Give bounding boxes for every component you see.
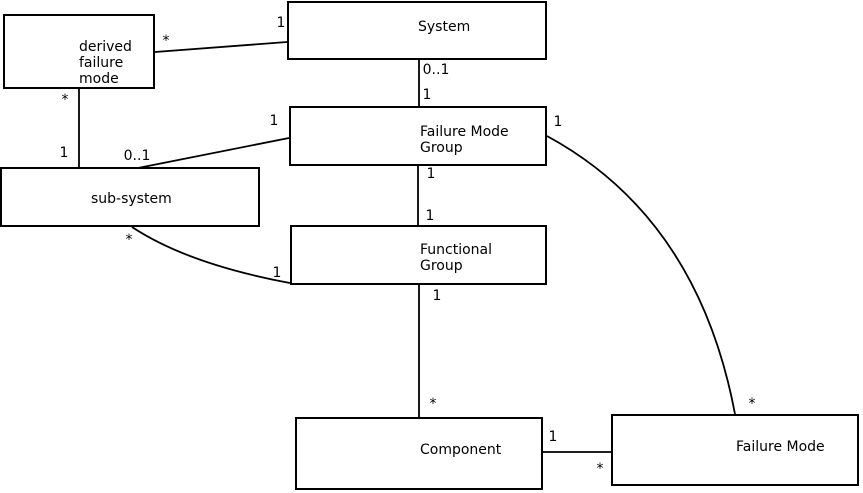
class-label-derived-failure-mode: derived failure mode	[79, 39, 132, 87]
mult-component-right-one: 1	[548, 429, 558, 445]
class-box-functional-group	[290, 225, 547, 285]
mult-functional-group-bottom-one: 1	[432, 288, 442, 304]
mult-component-top-star: *	[429, 395, 437, 412]
mult-sub-system-bottom-star: *	[125, 231, 133, 248]
class-box-failure-mode	[611, 414, 859, 486]
class-box-system	[287, 1, 547, 60]
class-label-sub-system: sub-system	[91, 191, 172, 207]
class-box-sub-system	[0, 167, 260, 227]
class-box-failure-mode-group	[289, 106, 547, 166]
mult-failure-mode-group-left-one: 1	[269, 113, 279, 129]
mult-sub-system-top-one: 1	[59, 145, 69, 161]
class-box-derived-failure-mode	[3, 14, 155, 89]
mult-failure-mode-top-star: *	[748, 395, 756, 412]
class-label-failure-mode-group: Failure Mode Group	[420, 124, 509, 156]
class-box-component	[295, 417, 543, 490]
mult-system-end-one: 1	[276, 15, 286, 31]
mult-derived-failure-mode-bottom-star: *	[61, 91, 69, 108]
assoc-curve-failure-mode-group--failure-mode	[546, 135, 736, 415]
class-label-component: Component	[420, 442, 502, 458]
mult-failure-mode-group-right-one: 1	[553, 114, 563, 130]
mult-derived-failure-mode-end-star: *	[162, 32, 170, 49]
mult-failure-mode-group-bottom-one: 1	[426, 166, 436, 182]
mult-failure-mode-left-star: *	[596, 460, 604, 477]
class-label-functional-group: Functional Group	[420, 242, 493, 274]
assoc-curve-sub-system--functional-group	[131, 226, 291, 284]
mult-system-bottom-zero-one: 0..1	[422, 62, 450, 78]
class-label-system: System	[418, 19, 471, 35]
assoc-line-derived-failure-mode--system	[154, 41, 288, 53]
assoc-line-failure-mode-group--sub-system	[137, 137, 290, 169]
class-label-failure-mode: Failure Mode	[736, 439, 825, 455]
mult-functional-group-left-one: 1	[272, 265, 282, 281]
mult-failure-mode-group-top-one: 1	[422, 87, 432, 103]
mult-sub-system-zero-one: 0..1	[123, 148, 151, 164]
mult-functional-group-top-one: 1	[425, 208, 435, 224]
